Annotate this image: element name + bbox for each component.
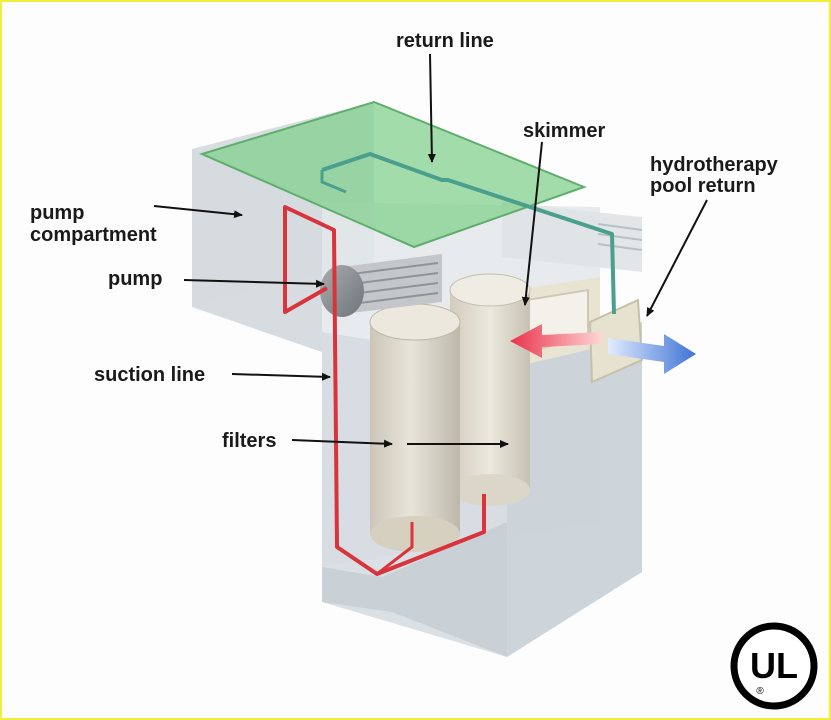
label-pump-compartment-line1: pump bbox=[30, 202, 85, 224]
filter-cylinder-rear bbox=[449, 273, 531, 506]
pool-return-outflow-arrow bbox=[608, 334, 696, 374]
pump-leader bbox=[183, 279, 325, 288]
label-hydrotherapy-line1: hydrotherapy bbox=[650, 154, 778, 176]
suction-line-leader bbox=[231, 372, 331, 381]
ul-logo-icon: UL ® bbox=[730, 622, 818, 710]
svg-text:®: ® bbox=[756, 686, 764, 697]
skimmer-leader bbox=[521, 141, 543, 306]
pump-motor bbox=[320, 254, 442, 317]
return-line-pipe bbox=[321, 152, 616, 315]
skimmer-inflow-arrow bbox=[510, 324, 602, 358]
suction-line-pipe bbox=[283, 205, 486, 576]
svg-text:UL: UL bbox=[750, 645, 798, 686]
label-suction-line: suction line bbox=[94, 364, 206, 386]
label-pump: pump bbox=[108, 268, 163, 290]
label-pump-compartment-line2: compartment bbox=[30, 224, 157, 246]
label-skimmer: skimmer bbox=[523, 120, 606, 142]
return-line-leader bbox=[427, 53, 436, 163]
filters-leader-front bbox=[291, 439, 393, 448]
label-return-line: return line bbox=[396, 30, 494, 52]
filter-cylinder-front bbox=[369, 303, 461, 552]
pump-compartment-leader bbox=[153, 205, 243, 219]
compartment-lid bbox=[199, 100, 587, 249]
label-hydrotherapy-line2: pool return bbox=[650, 175, 756, 197]
label-filters: filters bbox=[222, 430, 277, 452]
hydrotherapy-leader bbox=[646, 199, 708, 317]
